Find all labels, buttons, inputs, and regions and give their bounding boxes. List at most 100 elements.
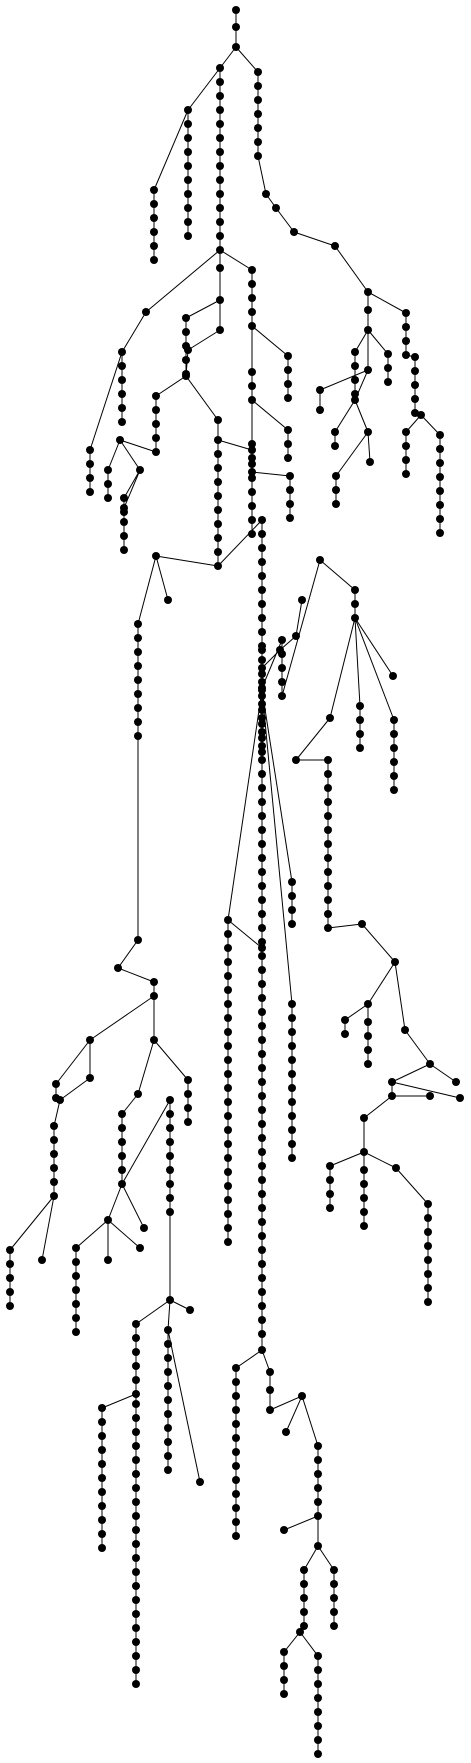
tree-node [258, 994, 266, 1002]
tree-node [134, 718, 142, 726]
tree-node [314, 1512, 322, 1520]
tree-edge [187, 329, 221, 351]
tree-node [258, 1078, 266, 1086]
tree-node [292, 756, 300, 764]
tree-node [258, 706, 266, 714]
tree-edge [107, 1219, 141, 1249]
tree-node [216, 246, 224, 254]
tree-node [424, 1284, 432, 1292]
tree-node [330, 1580, 338, 1588]
tree-node [104, 1216, 112, 1224]
tree-node [258, 854, 266, 862]
tree-node [118, 1110, 126, 1118]
tree-node [186, 1306, 194, 1314]
tree-node [224, 1098, 232, 1106]
tree-edge [329, 1151, 365, 1167]
tree-node [232, 1448, 240, 1456]
tree-node [216, 190, 224, 198]
tree-node [411, 353, 419, 361]
tree-edge [329, 617, 356, 719]
tree-node [258, 692, 266, 700]
tree-edge [283, 1631, 301, 1653]
tree-node [411, 381, 419, 389]
tree-edge [354, 617, 395, 721]
tree-node [424, 1228, 432, 1236]
tree-node [184, 1104, 192, 1112]
tree-node [224, 1070, 232, 1078]
tree-node [258, 558, 266, 566]
tree-node [224, 958, 232, 966]
tree-node [258, 1302, 266, 1310]
tree-node [298, 1392, 306, 1400]
tree-node [314, 1708, 322, 1716]
tree-node [72, 1286, 80, 1294]
tree-node [278, 664, 286, 672]
tree-edge [363, 1151, 397, 1169]
tree-node [326, 1176, 334, 1184]
tree-node [118, 362, 126, 370]
tree-node [248, 308, 256, 316]
tree-node [288, 1098, 296, 1106]
tree-node [224, 916, 232, 924]
tree-node [164, 1326, 172, 1334]
tree-node [134, 1090, 142, 1098]
tree-node [402, 323, 410, 331]
tree-node [258, 966, 266, 974]
tree-node [152, 434, 160, 442]
tree-node [214, 548, 222, 556]
tree-node [150, 242, 158, 250]
tree-edge [137, 1039, 155, 1095]
tree-node [390, 772, 398, 780]
tree-node [248, 530, 256, 538]
tree-node [288, 1112, 296, 1120]
tree-node [417, 411, 425, 419]
tree-node [232, 1462, 240, 1470]
tree-node [120, 504, 128, 512]
tree-node [390, 744, 398, 752]
tree-node [120, 494, 128, 502]
tree-node [224, 1056, 232, 1064]
tree-node [258, 1148, 266, 1156]
tree-node [286, 500, 294, 508]
tree-node [360, 1222, 368, 1230]
tree-node [132, 1610, 140, 1618]
tree-node [258, 944, 266, 952]
tree-node [351, 390, 359, 398]
tree-node [424, 1256, 432, 1264]
tree-node [364, 1000, 372, 1008]
tree-edge [327, 923, 363, 929]
tree-node [166, 1152, 174, 1160]
tree-node [248, 502, 256, 510]
tree-node [326, 1204, 334, 1212]
tree-node [248, 446, 256, 454]
tree-node [182, 356, 190, 364]
tree-node [324, 784, 332, 792]
tree-node [166, 1110, 174, 1118]
tree-node [50, 1136, 58, 1144]
tree-node [216, 106, 224, 114]
tree-node [258, 1204, 266, 1212]
tree-edge [363, 1095, 393, 1119]
tree-node [296, 1628, 304, 1636]
tree-edge [319, 369, 369, 391]
tree-node [258, 896, 266, 904]
tree-edge [251, 325, 289, 357]
tree-node [366, 458, 374, 466]
tree-edge [354, 399, 369, 433]
tree-node [214, 464, 222, 472]
tree-node [164, 1410, 172, 1418]
tree-node [184, 162, 192, 170]
tree-node [314, 1694, 322, 1702]
tree-node [314, 1484, 322, 1492]
tree-node [132, 1652, 140, 1660]
tree-node [258, 1162, 266, 1170]
tree-node [214, 534, 222, 542]
tree-node [314, 1652, 322, 1660]
tree-node [258, 530, 266, 538]
tree-node [184, 204, 192, 212]
tree-node [98, 1404, 106, 1412]
tree-node [184, 232, 192, 240]
tree-node [436, 473, 444, 481]
tree-edge [404, 1029, 431, 1065]
tree-node [98, 1502, 106, 1510]
